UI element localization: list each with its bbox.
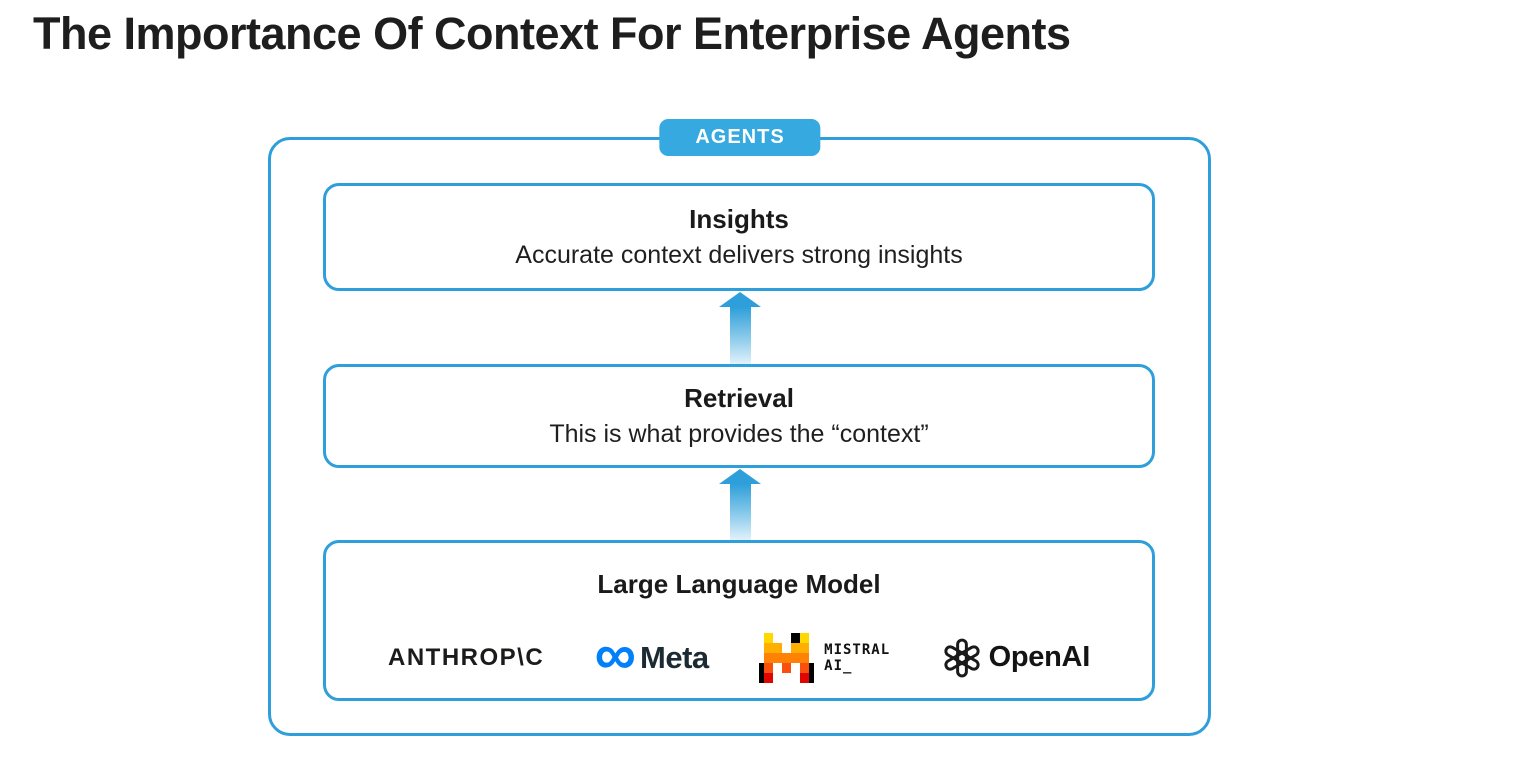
llm-logo-row: ANTHROP\C ∞ Meta <box>388 621 1090 687</box>
mistral-m-icon <box>759 632 815 683</box>
anthropic-logo: ANTHROP\C <box>388 644 544 672</box>
arrow-retrieval-to-insights <box>719 292 761 365</box>
arrow-head-icon <box>719 469 761 484</box>
retrieval-box: Retrieval This is what provides the “con… <box>323 364 1155 468</box>
insights-box: Insights Accurate context delivers stron… <box>323 183 1155 291</box>
mistral-logo: MISTRAL AI_ <box>759 632 890 683</box>
arrow-shaft <box>729 484 751 541</box>
retrieval-subtitle: This is what provides the “context” <box>549 419 929 448</box>
anthropic-wordmark: ANTHROP\C <box>388 643 545 671</box>
arrow-head-icon <box>719 292 761 307</box>
llm-title: Large Language Model <box>597 569 881 599</box>
mistral-wordmark: MISTRAL AI_ <box>824 642 890 674</box>
arrow-llm-to-retrieval <box>719 469 761 541</box>
openai-knot-icon <box>944 638 980 678</box>
retrieval-title: Retrieval <box>684 382 794 413</box>
meta-logo: ∞ Meta <box>594 621 709 687</box>
page-title: The Importance Of Context For Enterprise… <box>33 8 1071 59</box>
mistral-wordmark-line2: AI_ <box>824 657 853 674</box>
llm-box: Large Language Model ANTHROP\C ∞ Meta <box>323 540 1155 701</box>
openai-logo: OpenAI <box>941 637 1090 679</box>
insights-subtitle: Accurate context delivers strong insight… <box>515 240 963 269</box>
mistral-wordmark-line1: MISTRAL <box>824 641 891 658</box>
openai-wordmark: OpenAI <box>988 641 1091 674</box>
meta-wordmark: Meta <box>640 639 709 675</box>
insights-title: Insights <box>689 203 789 234</box>
arrow-shaft <box>729 307 751 365</box>
agents-badge: AGENTS <box>659 119 821 156</box>
